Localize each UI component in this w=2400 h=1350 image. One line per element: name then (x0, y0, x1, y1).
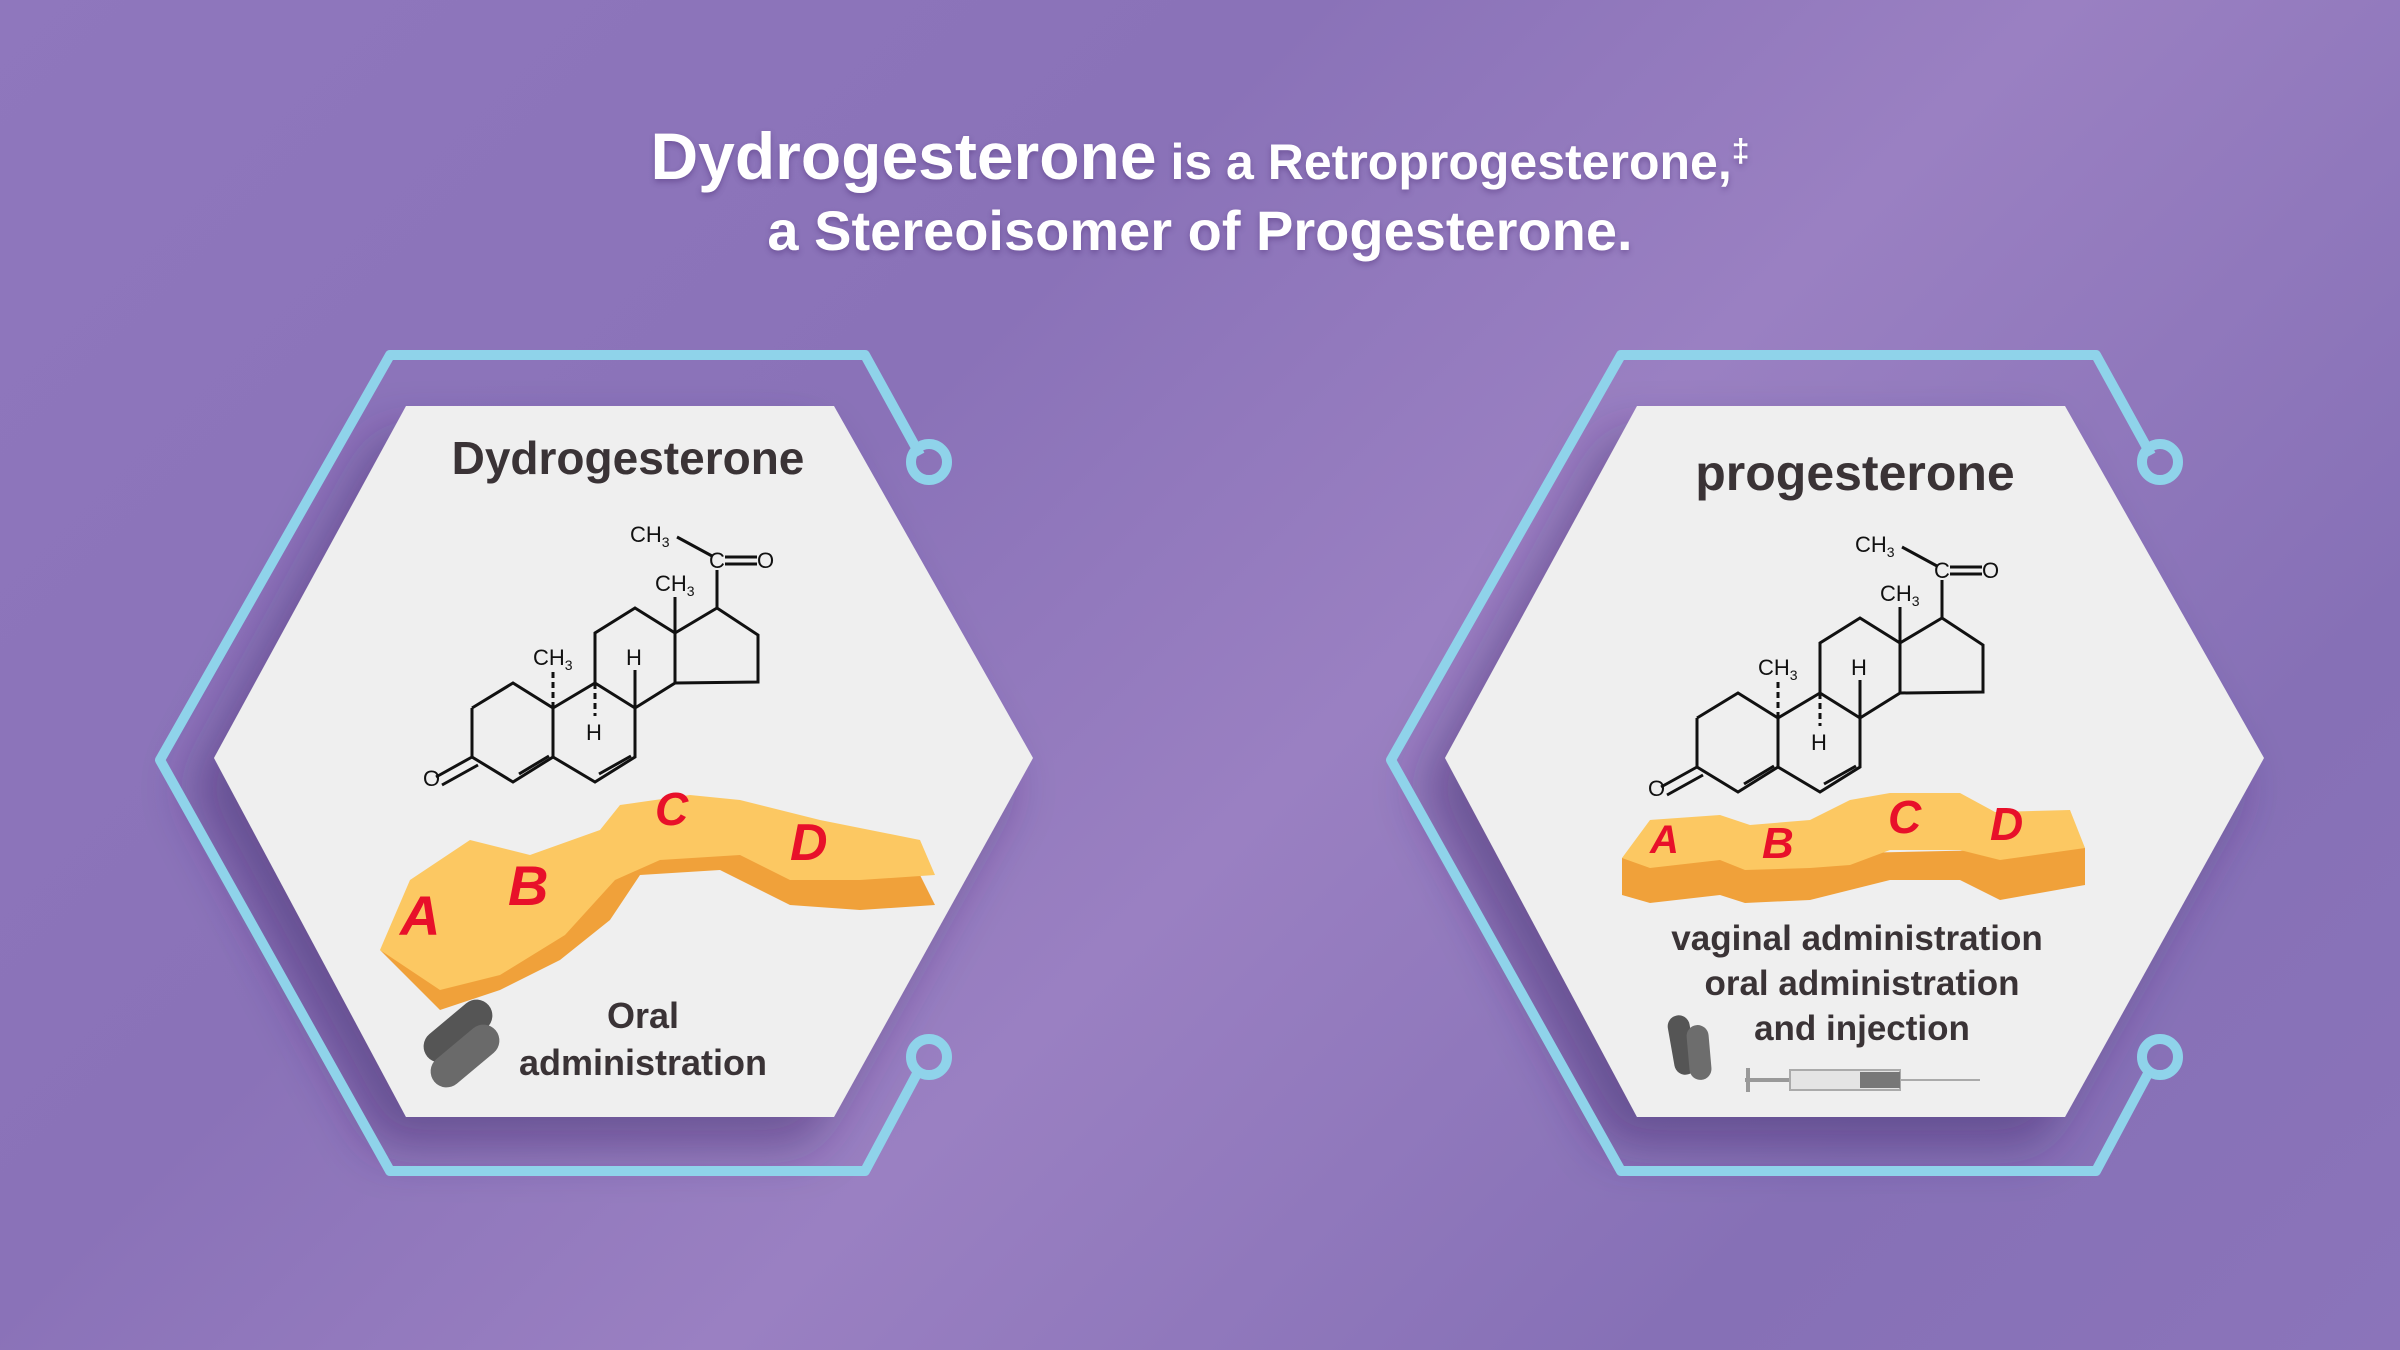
card-progesterone: progesterone A B C D vaginal administrat… (1386, 350, 2264, 1176)
card-title: Dydrogesterone (452, 432, 805, 484)
hexagon-frame (155, 350, 952, 1176)
ring-blocks: A B C D (1622, 791, 2085, 903)
footnote-mark: ‡ (1731, 132, 1750, 169)
ring-label-b: B (1762, 819, 1794, 868)
title-subject: Dydrogesterone (650, 119, 1157, 193)
ring-label-c: C (1888, 791, 1922, 843)
admin-text: vaginal administration (1671, 919, 2042, 958)
page-title-line2: a Stereoisomer of Progesterone. (767, 199, 1633, 262)
ring-label-d: D (790, 814, 828, 872)
page-title-line1: Dydrogesterone is a Retroprogesterone,‡ (0, 118, 2400, 194)
title-middle: is a Retroprogesterone, (1156, 134, 1732, 190)
admin-text: Oral (607, 995, 679, 1036)
admin-text: administration (519, 1042, 767, 1083)
ring-blocks: A B C D (380, 783, 935, 1010)
ring-label-a: A (1649, 818, 1679, 862)
ring-label-a: A (398, 884, 440, 947)
admin-text: oral administration (1704, 964, 2019, 1003)
capsule-icon (423, 999, 500, 1088)
card-dydrogesterone: Dydrogesterone A B C D Oral administrati… (155, 350, 1033, 1176)
capsule-icon (1667, 1015, 1712, 1080)
card-title: progesterone (1695, 445, 2015, 501)
ring-label-d: D (1990, 798, 2023, 850)
hexagon-frame (1386, 350, 2183, 1176)
admin-text: and injection (1754, 1009, 1970, 1048)
ring-label-b: B (508, 854, 548, 917)
syringe-icon (1745, 1068, 1980, 1092)
ring-label-c: C (655, 783, 689, 835)
hexagon-card (1445, 406, 2264, 1117)
